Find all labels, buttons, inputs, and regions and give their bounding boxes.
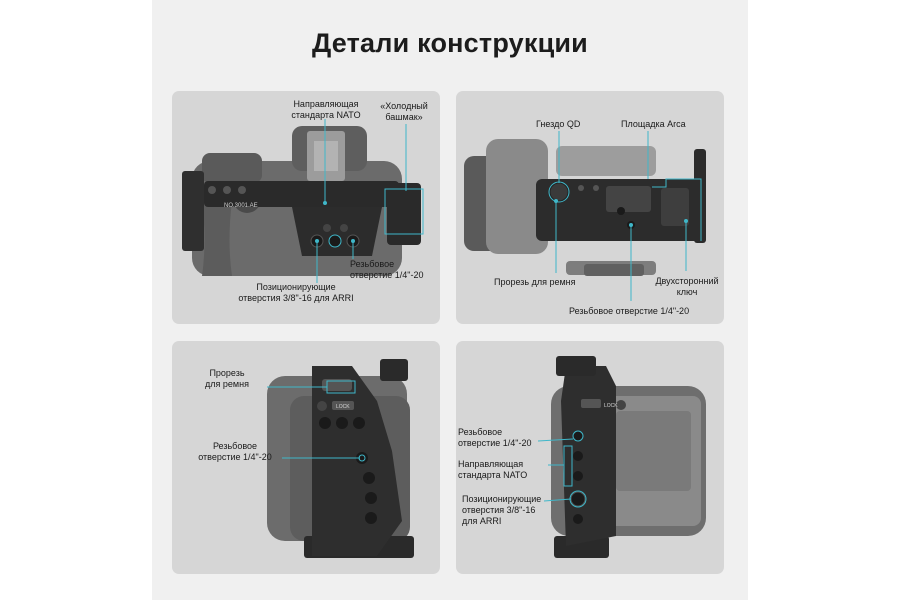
panel-bottom-view: Гнездо QD Площадка Arca Прорезь для ремн… — [456, 91, 724, 324]
lock-text-right: LOCK — [604, 403, 618, 409]
cage-left-side-illustration — [267, 359, 414, 558]
label-strap-slot: Прорезь для ремня — [494, 277, 576, 287]
cage-top-view-illustration — [182, 119, 424, 283]
camera-model-text: NO.3001.AE — [224, 203, 258, 209]
label-arri-holes-right: Позиционирующие отверстия 3/8"-16 для AR… — [462, 494, 542, 526]
label-thread-hole-right: Резьбовое отверстие 1/4"-20 — [458, 427, 532, 448]
panel-right-side-view: LOCK Резьбовое отверстие 1/4"-20 Направл… — [456, 341, 724, 574]
label-thread-hole: Резьбовое отверстие 1/4"-20 — [350, 259, 424, 280]
panel-left-side-view: LOCK Прорезь для ремня Резьбовое отверст… — [172, 341, 440, 574]
cage-bottom-view-illustration — [464, 131, 706, 301]
label-strap-slot-side: Прорезь для ремня — [205, 368, 249, 389]
label-arca-plate: Площадка Arca — [621, 119, 686, 129]
label-nato-rail-right: Направляющая стандарта NATO — [458, 459, 528, 480]
label-arri-holes: Позиционирующие отверстия 3/8"-16 для AR… — [238, 282, 354, 303]
lock-text-left: LOCK — [336, 404, 350, 410]
label-thread-hole-2: Резьбовое отверстие 1/4"-20 — [569, 306, 690, 316]
page-title: Детали конструкции — [312, 28, 588, 58]
label-double-key: Двухсторонний ключ — [655, 276, 719, 297]
label-thread-hole-side: Резьбовое отверстие 1/4"-20 — [198, 441, 272, 462]
label-qd-socket: Гнездо QD — [536, 119, 581, 129]
cage-right-side-illustration — [537, 356, 706, 558]
label-nato-rail: Направляющая стандарта NATO — [291, 99, 361, 120]
panel-top-view: NO.3001.AE Направляющая стандарта NATO «… — [172, 91, 440, 324]
label-cold-shoe: «Холодный башмак» — [380, 101, 428, 122]
